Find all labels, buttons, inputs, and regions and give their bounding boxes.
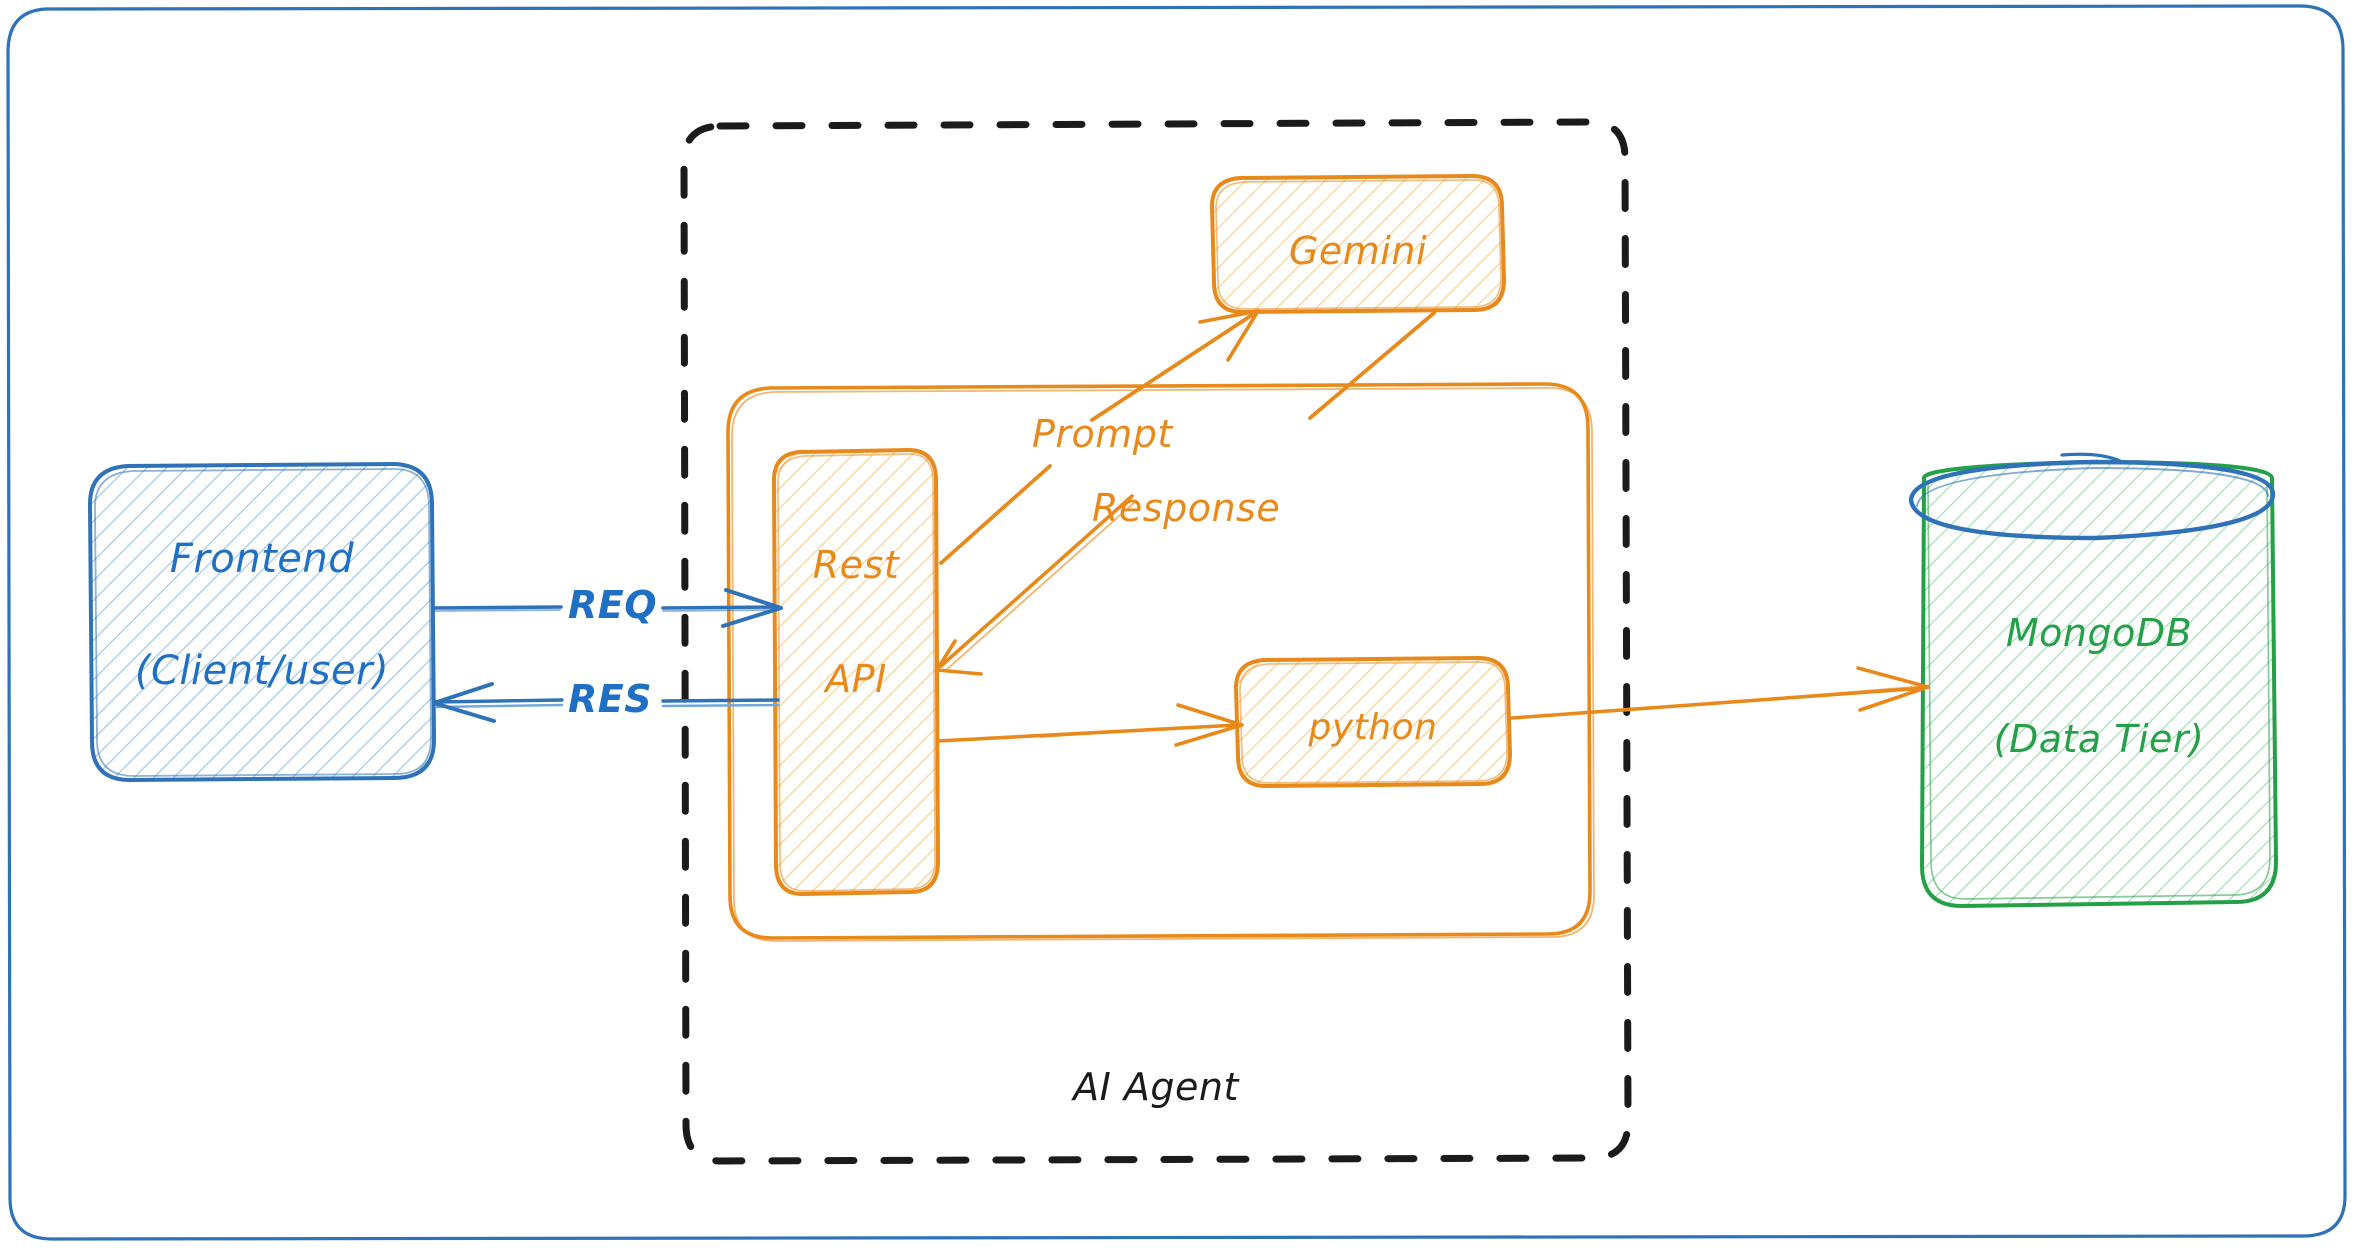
rest-api-node-shape[interactable] — [771, 447, 941, 897]
backend-group-boundary — [726, 382, 1595, 942]
ai-agent-boundary — [680, 118, 1632, 1165]
mongodb-node-shape[interactable] — [1908, 452, 2279, 909]
edge-rest-to-python — [936, 703, 1244, 747]
edge-request — [432, 588, 783, 628]
edge-prompt — [939, 309, 1260, 565]
frontend-node-shape[interactable] — [87, 461, 437, 783]
edge-gemini-response — [935, 311, 1436, 676]
python-node-shape[interactable] — [1233, 655, 1513, 789]
outer-frame — [6, 4, 2347, 1241]
edge-python-to-mongodb — [1510, 666, 1930, 720]
edge-response — [432, 682, 780, 723]
gemini-node-shape[interactable] — [1209, 173, 1507, 315]
